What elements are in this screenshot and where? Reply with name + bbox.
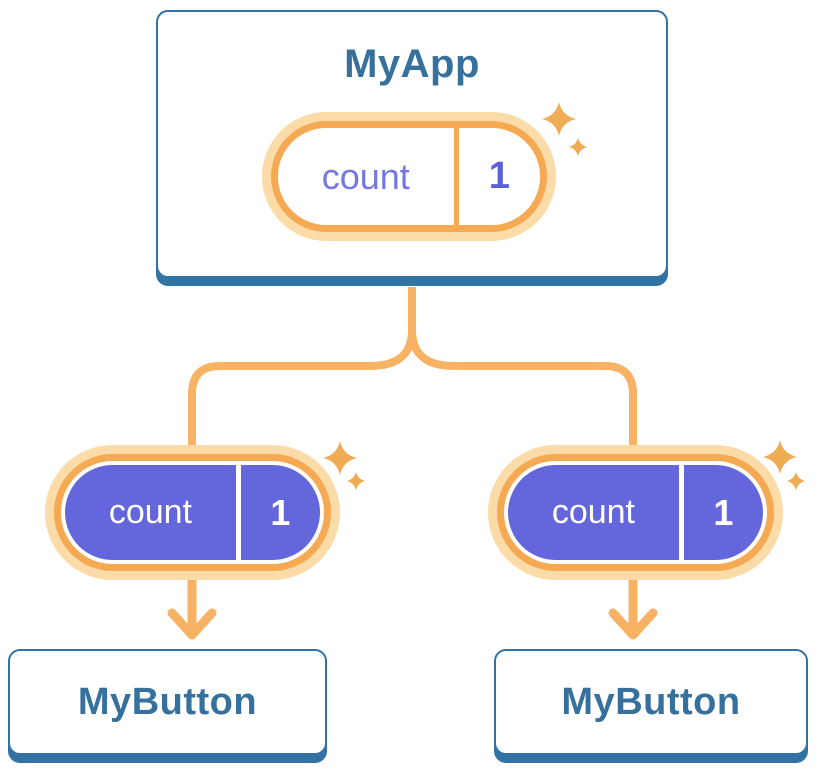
pill-label: count bbox=[551, 493, 636, 531]
component-card-child-right: MyButton bbox=[494, 649, 808, 755]
pill-value: 1 bbox=[713, 491, 734, 533]
prop-pill-right: count 1 bbox=[497, 454, 774, 571]
component-card-child-left: MyButton bbox=[8, 649, 327, 755]
root-component-title: MyApp bbox=[344, 42, 480, 86]
pill-value-cell: 1 bbox=[241, 465, 320, 560]
pill-value-cell: 1 bbox=[459, 128, 540, 225]
pill-divider bbox=[678, 465, 684, 560]
pill-value: 1 bbox=[488, 155, 510, 197]
prop-pill-body: count 1 bbox=[508, 465, 763, 560]
component-card-root: MyApp count 1 bbox=[156, 10, 668, 278]
connector-root-to-left-pill bbox=[188, 287, 416, 462]
arrow-down-icon bbox=[608, 608, 658, 640]
state-pill-body: count 1 bbox=[278, 128, 540, 225]
pill-label: count bbox=[108, 493, 193, 531]
pill-value-cell: 1 bbox=[684, 465, 763, 560]
child-component-title: MyButton bbox=[561, 680, 741, 723]
pill-divider bbox=[453, 128, 459, 225]
pill-label: count bbox=[321, 155, 410, 197]
pill-label-cell: count bbox=[278, 128, 454, 225]
state-pill-root: count 1 bbox=[271, 121, 547, 232]
pill-label-cell: count bbox=[65, 465, 236, 560]
prop-pill-body: count 1 bbox=[65, 465, 320, 560]
arrow-down-icon bbox=[167, 608, 217, 640]
connector-root-to-right-pill bbox=[408, 287, 637, 462]
pill-label-cell: count bbox=[508, 465, 679, 560]
child-component-title: MyButton bbox=[77, 680, 258, 723]
pill-divider bbox=[235, 465, 241, 560]
prop-pill-left: count 1 bbox=[54, 454, 331, 571]
pill-value: 1 bbox=[270, 491, 291, 533]
